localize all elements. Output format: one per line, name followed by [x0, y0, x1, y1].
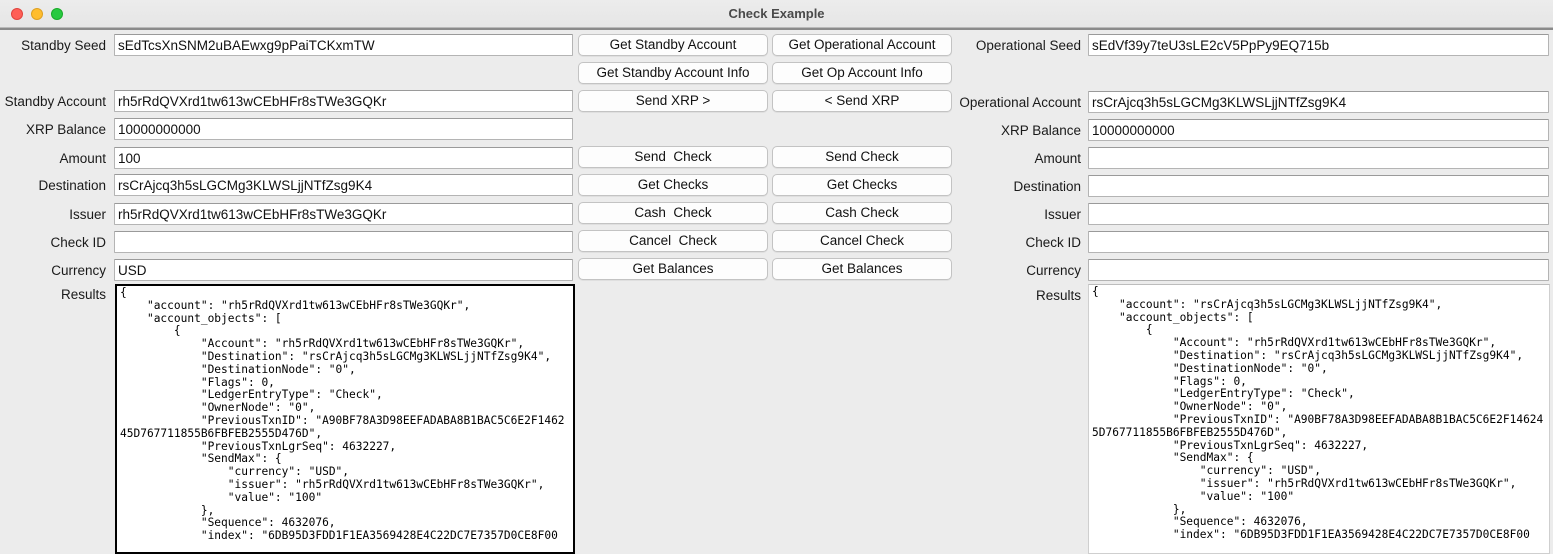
- standby-destination-input[interactable]: [114, 174, 573, 196]
- send-xrp-left-button[interactable]: < Send XRP: [772, 90, 952, 112]
- label-standby-check-id: Check ID: [50, 235, 106, 250]
- get-checks-operational-button[interactable]: Get Checks: [772, 174, 952, 196]
- label-standby-currency: Currency: [51, 263, 106, 278]
- label-operational-amount: Amount: [1034, 151, 1081, 166]
- operational-amount-input[interactable]: [1088, 147, 1549, 169]
- operational-check-id-input[interactable]: [1088, 231, 1549, 253]
- label-operational-results: Results: [1035, 288, 1081, 303]
- get-standby-account-info-button[interactable]: Get Standby Account Info: [578, 62, 768, 84]
- close-button-icon[interactable]: [11, 8, 23, 20]
- standby-amount-input[interactable]: [114, 147, 573, 169]
- standby-check-id-input[interactable]: [114, 231, 573, 253]
- get-balances-operational-button[interactable]: Get Balances: [772, 258, 952, 280]
- get-balances-standby-button[interactable]: Get Balances: [578, 258, 768, 280]
- standby-xrp-balance-input[interactable]: [114, 118, 573, 140]
- operational-currency-input[interactable]: [1088, 259, 1549, 281]
- standby-currency-input[interactable]: [114, 259, 573, 281]
- label-operational-destination: Destination: [1013, 179, 1081, 194]
- cancel-check-standby-button[interactable]: Cancel Check: [578, 230, 768, 252]
- label-standby-issuer: Issuer: [69, 207, 106, 222]
- get-operational-account-button[interactable]: Get Operational Account: [772, 34, 952, 56]
- cancel-check-operational-button[interactable]: Cancel Check: [772, 230, 952, 252]
- cash-check-standby-button[interactable]: Cash Check: [578, 202, 768, 224]
- label-standby-results: Results: [60, 287, 106, 302]
- title-bar: Check Example: [0, 0, 1553, 28]
- label-operational-currency: Currency: [1026, 263, 1081, 278]
- operational-results-textarea[interactable]: { "account": "rsCrAjcq3h5sLGCMg3KLWSLjjN…: [1088, 284, 1550, 554]
- standby-issuer-input[interactable]: [114, 203, 573, 225]
- standby-account-input[interactable]: [114, 90, 573, 112]
- window-title: Check Example: [728, 6, 825, 21]
- get-checks-standby-button[interactable]: Get Checks: [578, 174, 768, 196]
- label-operational-xrp-balance: XRP Balance: [1000, 123, 1081, 138]
- send-check-operational-button[interactable]: Send Check: [772, 146, 952, 168]
- minimize-button-icon[interactable]: [31, 8, 43, 20]
- operational-destination-input[interactable]: [1088, 175, 1549, 197]
- get-standby-account-button[interactable]: Get Standby Account: [578, 34, 768, 56]
- label-operational-check-id: Check ID: [1025, 235, 1081, 250]
- label-standby-account: Standby Account: [4, 94, 106, 109]
- label-operational-issuer: Issuer: [1044, 207, 1081, 222]
- send-xrp-right-button[interactable]: Send XRP >: [578, 90, 768, 112]
- get-op-account-info-button[interactable]: Get Op Account Info: [772, 62, 952, 84]
- operational-issuer-input[interactable]: [1088, 203, 1549, 225]
- operational-account-input[interactable]: [1088, 91, 1549, 113]
- label-standby-destination: Destination: [38, 178, 106, 193]
- operational-xrp-balance-input[interactable]: [1088, 119, 1549, 141]
- standby-seed-input[interactable]: [114, 34, 573, 56]
- label-operational-seed: Operational Seed: [975, 38, 1081, 53]
- cash-check-operational-button[interactable]: Cash Check: [772, 202, 952, 224]
- window-controls: [11, 8, 63, 20]
- send-check-standby-button[interactable]: Send Check: [578, 146, 768, 168]
- label-standby-xrp-balance: XRP Balance: [25, 122, 106, 137]
- maximize-button-icon[interactable]: [51, 8, 63, 20]
- label-standby-amount: Amount: [59, 151, 106, 166]
- label-standby-seed: Standby Seed: [21, 38, 106, 53]
- operational-seed-input[interactable]: [1088, 34, 1549, 56]
- label-operational-account: Operational Account: [959, 95, 1081, 110]
- standby-results-textarea[interactable]: { "account": "rh5rRdQVXrd1tw613wCEbHFr8s…: [115, 284, 575, 554]
